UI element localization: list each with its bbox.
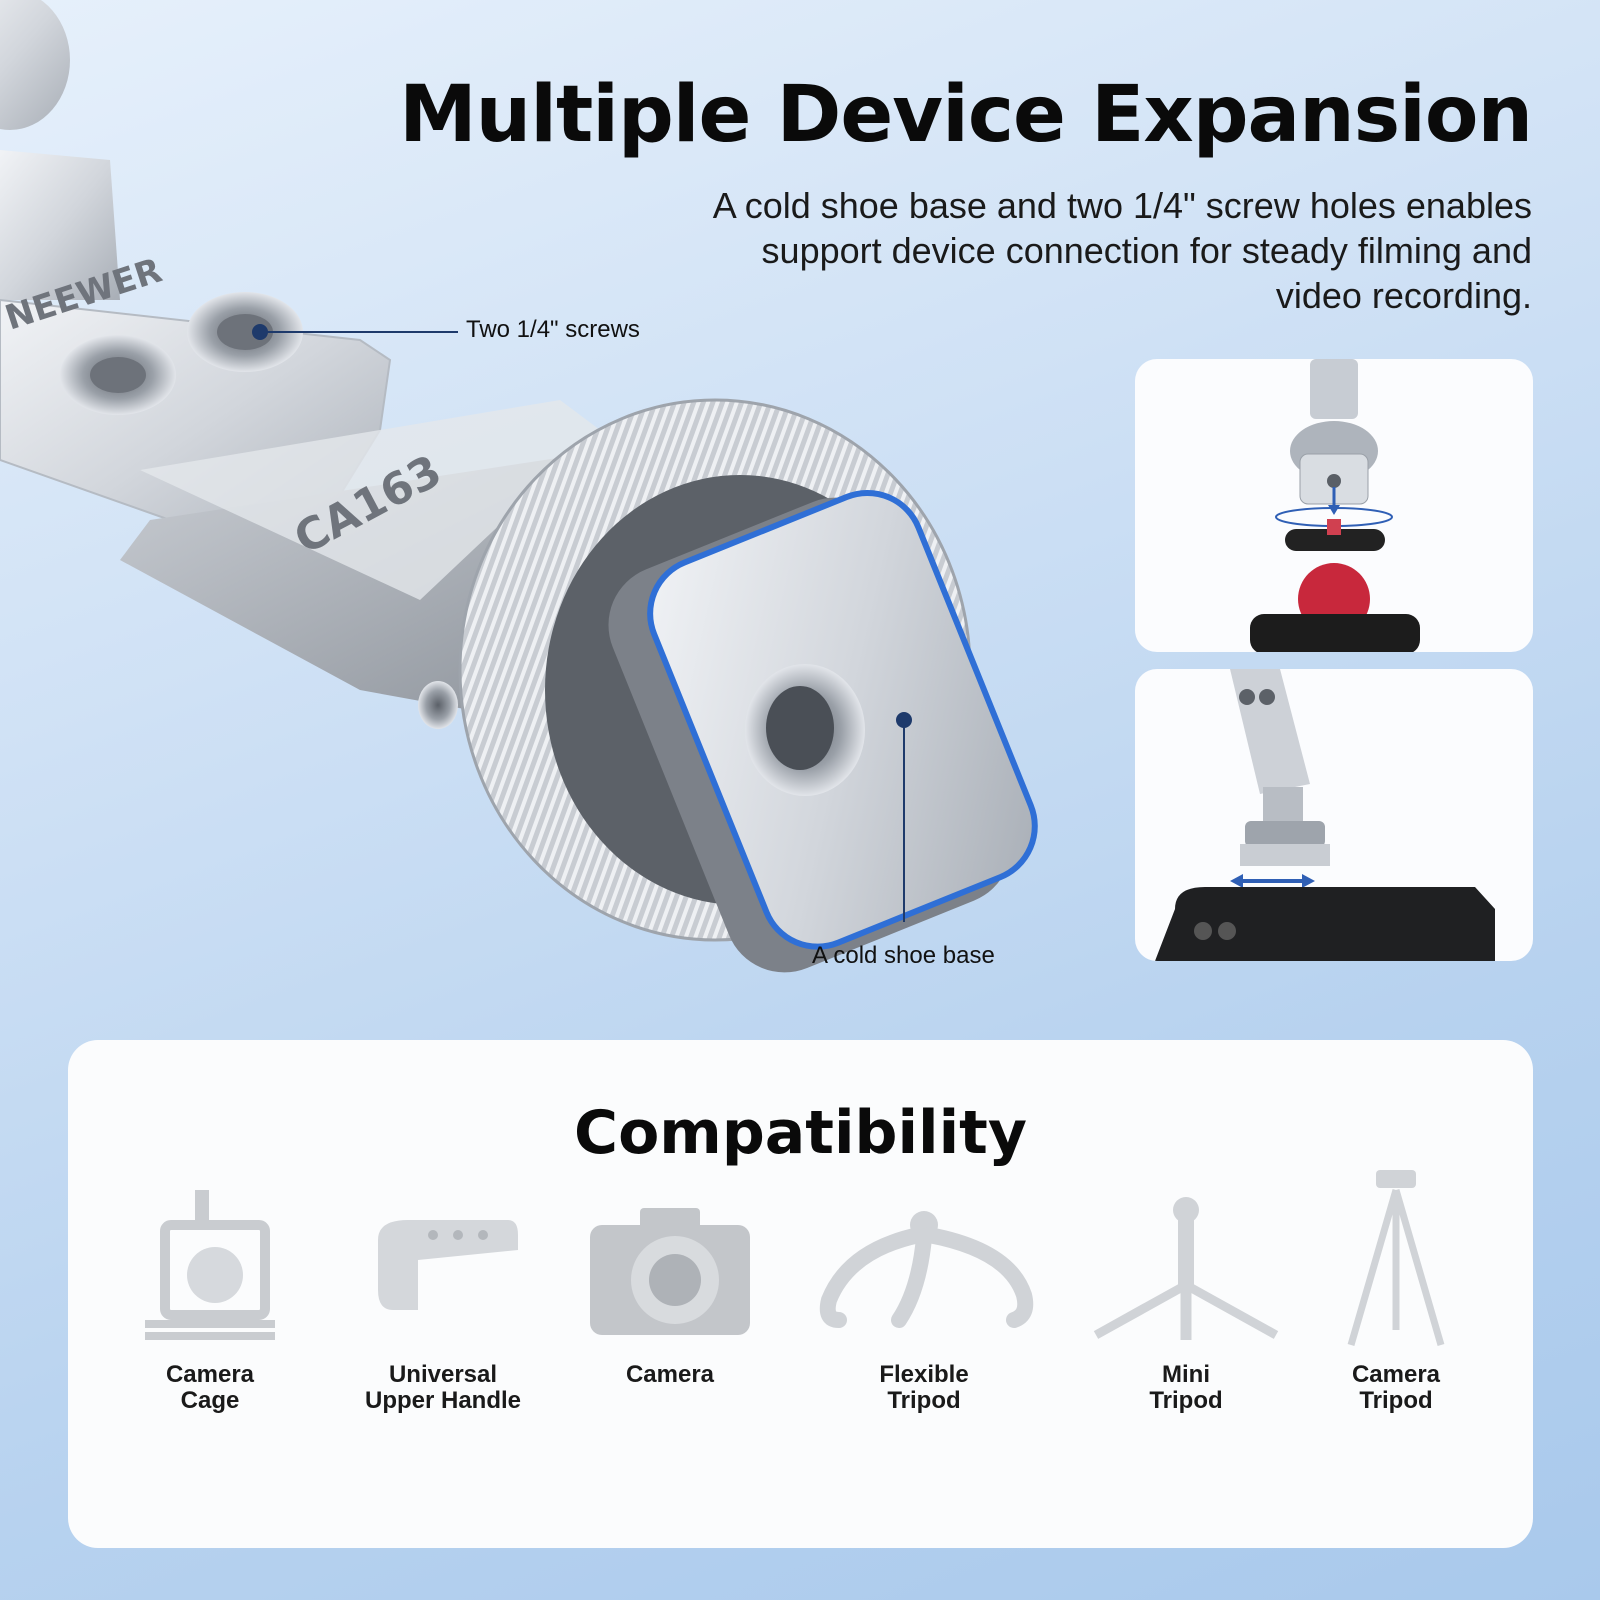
callout-dot-shoe [896,712,912,728]
compatibility-panel: Compatibility Camera Cage Universal Uppe… [68,1040,1533,1548]
flexible-tripod-icon [819,1211,1034,1328]
upper-handle-icon [378,1220,518,1310]
compat-label: Camera [625,1361,715,1388]
compat-item-flexible-tripod: Flexible Tripod [804,1180,1044,1414]
compat-label: Camera Cage [165,1361,255,1414]
compatibility-title: Compatibility [574,1098,1027,1168]
compat-label: Mini Tripod [1149,1361,1223,1414]
compat-label: Flexible Tripod [879,1361,969,1414]
compat-item-camera-cage: Camera Cage [90,1180,330,1414]
callout-screws-label: Two 1/4" screws [466,316,640,343]
compat-item-camera: Camera [550,1180,790,1388]
compat-item-camera-tripod: Camera Tripod [1276,1170,1516,1414]
camera-tripod-icon [1347,1170,1445,1346]
ballhead-connection-photo [1135,359,1533,652]
compat-item-mini-tripod: Mini Tripod [1066,1180,1306,1414]
compat-label: Universal Upper Handle [364,1361,522,1414]
callout-dot-screws [252,324,268,340]
compat-item-upper-handle: Universal Upper Handle [323,1180,563,1414]
page-title: Multiple Device Expansion [399,70,1533,160]
camera-cage-icon [145,1190,275,1340]
cold-shoe-mount-illustration: NEEWER CA163 [0,0,1038,973]
compat-label: Camera Tripod [1351,1361,1441,1414]
camera-icon [590,1208,750,1335]
camera-shoe-connection-photo [1135,669,1533,961]
mini-tripod-icon [1093,1197,1279,1340]
page-subtitle: A cold shoe base and two 1/4" screw hole… [712,185,1532,316]
callout-cold-shoe-label: A cold shoe base [812,942,995,969]
